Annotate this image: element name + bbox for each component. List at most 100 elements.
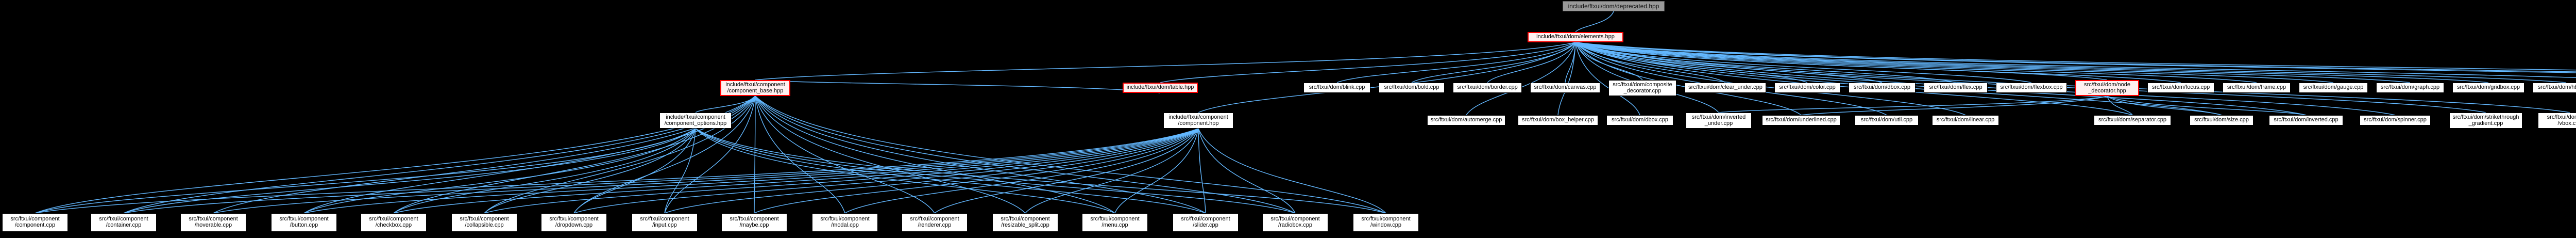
graph-node[interactable]: src/ftxui/dom/bold.cpp: [1379, 83, 1445, 93]
graph-node[interactable]: src/ftxui/component /maybe.cpp: [721, 213, 787, 232]
graph-edge: [754, 128, 1199, 214]
graph-node[interactable]: src/ftxui/component /modal.cpp: [812, 213, 878, 232]
graph-node[interactable]: src/ftxui/dom/dbox.cpp: [1849, 83, 1916, 93]
graph-edge: [754, 96, 756, 214]
graph-edge: [484, 128, 1199, 214]
graph-edge: [1336, 42, 1576, 83]
graph-edge: [755, 96, 1296, 214]
graph-node[interactable]: src/ftxui/dom/util.cpp: [1855, 115, 1919, 125]
graph-node[interactable]: src/ftxui/dom/canvas.cpp: [1530, 83, 1600, 93]
graph-node[interactable]: src/ftxui/dom/box_helper.cpp: [1518, 115, 1598, 125]
graph-node[interactable]: src/ftxui/dom/strikethrough _gradient.cp…: [2449, 113, 2522, 129]
graph-edge: [934, 128, 1199, 214]
graph-edge: [484, 128, 696, 214]
graph-node[interactable]: include/ftxui/dom/elements.hpp: [1528, 32, 1623, 42]
graph-node[interactable]: src/ftxui/dom/linear.cpp: [1932, 115, 1999, 125]
graph-edge: [1575, 42, 2570, 113]
graph-node[interactable]: src/ftxui/dom/vbox /vbox.cpp: [2538, 113, 2576, 129]
graph-edge: [1575, 42, 2334, 83]
graph-node[interactable]: src/ftxui/component /button.cpp: [271, 213, 337, 232]
graph-edge: [1575, 42, 2489, 83]
graph-node[interactable]: src/ftxui/dom/gridbox.cpp: [2452, 83, 2524, 93]
graph-node[interactable]: src/ftxui/dom/frame.cpp: [2223, 83, 2291, 93]
graph-edge: [1557, 42, 1576, 116]
graph-node[interactable]: src/ftxui/dom/composite _decorator.cpp: [1608, 80, 1676, 96]
graph-node[interactable]: src/ftxui/component /checkbox.cpp: [361, 213, 427, 232]
graph-edge: [1575, 42, 2576, 73]
graph-edge: [1575, 42, 2576, 71]
graph-edge: [2107, 96, 2307, 116]
graph-node[interactable]: src/ftxui/dom/dbox.cpp: [1606, 115, 1673, 125]
graph-node[interactable]: src/ftxui/component /hoverable.cpp: [180, 213, 246, 232]
graph-edge: [1198, 42, 1576, 113]
graph-node[interactable]: src/ftxui/component /menu.cpp: [1082, 213, 1148, 232]
graph-edge: [1575, 42, 2567, 83]
graph-node[interactable]: src/ftxui/dom/spinner.cpp: [2360, 115, 2431, 125]
graph-node[interactable]: src/ftxui/component /window.cpp: [1353, 213, 1419, 232]
graph-edge: [664, 128, 1199, 214]
graph-edge: [1198, 128, 1296, 214]
graph-node[interactable]: src/ftxui/component /resizable_split.cpp: [992, 213, 1058, 232]
graph-edge: [1718, 96, 2108, 113]
graph-edge: [664, 96, 756, 214]
graph-node[interactable]: src/ftxui/dom/flexbox.cpp: [1996, 83, 2067, 93]
graph-node[interactable]: src/ftxui/dom/node _decorator.hpp: [2075, 80, 2139, 96]
graph-node[interactable]: src/ftxui/component /container.cpp: [91, 213, 157, 232]
graph-edge: [1466, 42, 1576, 116]
graph-node[interactable]: src/ftxui/dom/flex.cpp: [1924, 83, 1988, 93]
graph-edge: [1198, 128, 1386, 214]
graph-node[interactable]: src/ftxui/dom/focus.cpp: [2147, 83, 2214, 93]
graph-edge: [1575, 42, 1966, 116]
graph-node[interactable]: src/ftxui/dom/clear_under.cpp: [1685, 83, 1766, 93]
graph-node[interactable]: src/ftxui/dom/color.cpp: [1774, 83, 1840, 93]
graph-edge: [573, 128, 1199, 214]
graph-node[interactable]: src/ftxui/component /collapsible.cpp: [451, 213, 517, 232]
graph-edge: [1575, 11, 1614, 33]
graph-edge: [123, 128, 1199, 214]
graph-node[interactable]: src/ftxui/dom/gauge.cpp: [2299, 83, 2368, 93]
graph-edge: [1487, 42, 1576, 83]
graph-node[interactable]: src/ftxui/dom/inverted _under.cpp: [1686, 113, 1752, 129]
graph-node[interactable]: include/ftxui/dom/table.hpp: [1123, 83, 1198, 93]
graph-node[interactable]: include/ftxui/dom/deprecated.hpp: [1563, 1, 1665, 11]
graph-node[interactable]: src/ftxui/component /dropdown.cpp: [541, 213, 607, 232]
graph-edge: [844, 128, 1199, 214]
graph-node[interactable]: include/ftxui/component /component.hpp: [1163, 113, 1233, 129]
graph-edge: [573, 96, 756, 214]
graph-node[interactable]: src/ftxui/component /slider.cpp: [1173, 213, 1239, 232]
graph-node[interactable]: src/ftxui/component /input.cpp: [632, 213, 698, 232]
graph-node[interactable]: src/ftxui/dom/border.cpp: [1453, 83, 1522, 93]
graph-edge: [664, 128, 696, 214]
graph-node[interactable]: src/ftxui/dom/inverted.cpp: [2269, 115, 2343, 125]
graph-edge: [1575, 42, 1726, 83]
graph-edge: [695, 128, 1115, 214]
graph-node[interactable]: src/ftxui/component /radiobox.cpp: [1262, 213, 1328, 232]
graph-node[interactable]: src/ftxui/component /component.cpp: [2, 213, 68, 232]
graph-edge: [573, 128, 696, 214]
graph-edge: [695, 128, 1296, 214]
graph-edge: [1575, 42, 2576, 72]
graph-node[interactable]: src/ftxui/dom/automerge.cpp: [1427, 115, 1505, 125]
graph-node[interactable]: include/ftxui/component /component_base.…: [720, 80, 790, 96]
graph-edge: [1575, 42, 1640, 116]
graph-node[interactable]: include/ftxui/component /component_optio…: [659, 113, 732, 129]
graph-node[interactable]: src/ftxui/dom/hbox.cpp: [2533, 83, 2576, 93]
graph-edge: [755, 80, 1161, 93]
graph-edge: [393, 128, 696, 214]
graph-node[interactable]: src/ftxui/dom/size.cpp: [2190, 115, 2253, 125]
graph-edge: [755, 42, 1576, 81]
graph-edge: [303, 128, 696, 214]
graph-edge: [1025, 128, 1199, 214]
graph-edge: [1160, 42, 1576, 83]
graph-edge: [695, 128, 1386, 214]
graph-node[interactable]: src/ftxui/dom/underlined.cpp: [1762, 115, 1840, 125]
graph-node[interactable]: src/ftxui/component /renderer.cpp: [902, 213, 968, 232]
graph-node[interactable]: src/ftxui/dom/separator.cpp: [2094, 115, 2171, 125]
graph-node[interactable]: src/ftxui/dom/graph.cpp: [2376, 83, 2444, 93]
graph-edge: [1575, 42, 2411, 83]
graph-edge: [2107, 96, 2133, 116]
graph-edge: [1575, 42, 1956, 83]
graph-node[interactable]: src/ftxui/dom/blink.cpp: [1303, 83, 1370, 93]
graph-edge: [755, 96, 845, 214]
